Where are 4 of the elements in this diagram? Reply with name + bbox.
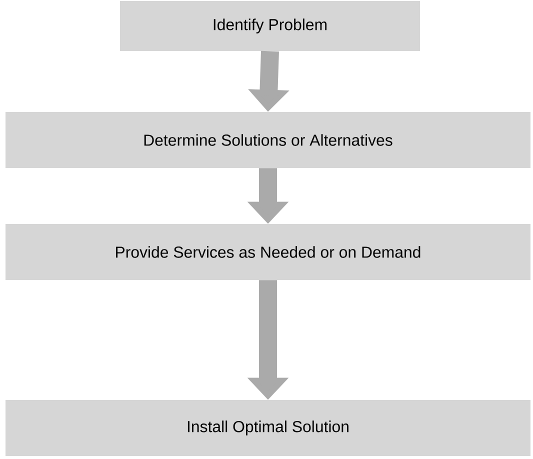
process-box: Install Optimal Solution	[6, 400, 530, 456]
process-box: Provide Services as Needed or on Demand	[6, 224, 530, 280]
process-box: Determine Solutions or Alternatives	[6, 112, 530, 168]
process-box: Identify Problem	[120, 1, 420, 51]
